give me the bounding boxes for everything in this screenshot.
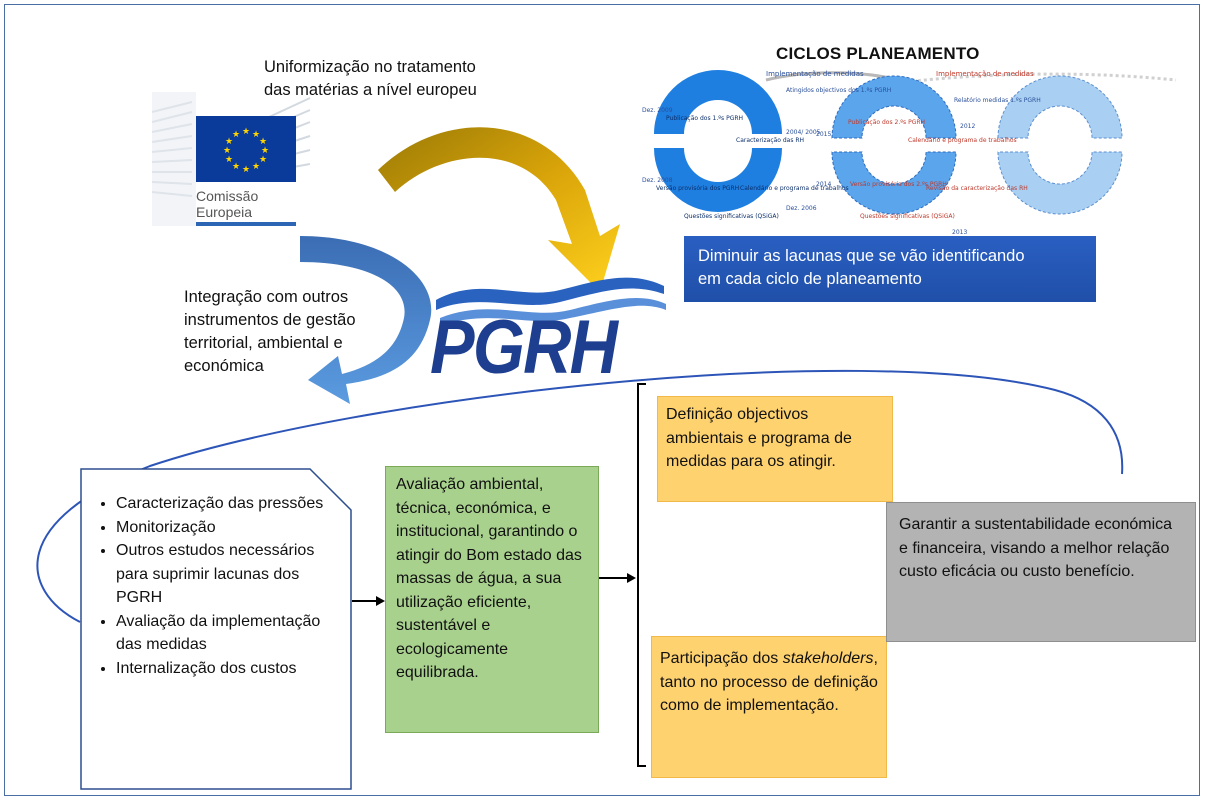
svg-text:★: ★ bbox=[225, 155, 233, 165]
ec-name-line2: Europeia bbox=[196, 204, 253, 220]
uniformization-text: Uniformização no tratamento das matérias… bbox=[264, 56, 477, 102]
svg-text:★: ★ bbox=[252, 130, 260, 140]
sustainability-loop-curve bbox=[36, 369, 1124, 623]
label-cal2: Calendário e programa de trabalhos bbox=[908, 137, 1017, 144]
label-2013: 2013 bbox=[952, 229, 967, 236]
svg-text:★: ★ bbox=[252, 162, 260, 172]
stakeholders-box: Participação dos stakeholders, tanto no … bbox=[651, 636, 887, 778]
uniformization-line2: das matérias a nível europeu bbox=[264, 81, 477, 99]
pgrh-wave-icon bbox=[436, 277, 664, 310]
integration-text: Integração com outros instrumentos de ge… bbox=[184, 286, 356, 378]
svg-text:★: ★ bbox=[242, 165, 250, 175]
label-pub1: Publicação dos 1.ºs PGRH bbox=[666, 115, 743, 122]
svg-text:★: ★ bbox=[242, 127, 250, 137]
ec-name: Comissão Europeia bbox=[196, 188, 296, 220]
label-dez2009: Dez. 2009 bbox=[642, 107, 673, 114]
integration-line3: territorial, ambiental e bbox=[184, 334, 343, 352]
label-atingidos: Atingidos objectivos dos 1.ºs PGRH bbox=[786, 87, 891, 94]
label-dez2008: Dez. 2008 bbox=[642, 177, 673, 184]
bullet-item: Avaliação da implementação das medidas bbox=[116, 610, 326, 657]
svg-text:★: ★ bbox=[259, 155, 267, 165]
stakeholders-emphasis: stakeholders bbox=[782, 650, 874, 667]
bullet-item: Outros estudos necessários para suprimir… bbox=[116, 539, 326, 610]
label-dez2006: Dez. 2006 bbox=[786, 205, 817, 212]
bullet-box: Caracterização das pressões Monitorizaçã… bbox=[80, 468, 352, 790]
stakeholders-part1: Participação dos bbox=[660, 650, 783, 667]
bullet-item: Internalização dos custos bbox=[116, 657, 326, 681]
bullet-item: Caracterização das pressões bbox=[116, 492, 326, 516]
bracket bbox=[637, 383, 646, 767]
label-versao1: Versão provisória dos PGRH bbox=[656, 185, 739, 192]
label-carac: Caracterização das RH bbox=[736, 137, 804, 144]
objectives-box: Definição objectivos ambientais e progra… bbox=[657, 396, 893, 502]
label-questoes1: Questões significativas (QSiGA) bbox=[684, 213, 779, 220]
eu-stars: ★★★ ★★★ ★★★ ★★★ bbox=[223, 127, 269, 175]
bullet-item: Monitorização bbox=[116, 516, 326, 540]
integration-line1: Integração com outros bbox=[184, 288, 349, 306]
cycle-1 bbox=[654, 70, 782, 212]
eu-flag-icon: ★★★ ★★★ ★★★ ★★★ bbox=[196, 116, 296, 182]
label-revisao: Revisão da caracterização das RH bbox=[926, 185, 1028, 192]
arrow-head-green bbox=[376, 596, 385, 606]
svg-text:★: ★ bbox=[223, 146, 231, 156]
sustainability-box: Garantir a sustentabilidade económica e … bbox=[886, 502, 1196, 642]
ec-name-line1: Comissão bbox=[196, 188, 259, 204]
cycle-2 bbox=[831, 75, 957, 215]
yellow-curved-arrow bbox=[378, 127, 620, 292]
cycle-3 bbox=[997, 75, 1123, 215]
svg-text:★: ★ bbox=[232, 130, 240, 140]
label-2014: 2014 bbox=[816, 181, 831, 188]
integration-line4: económica bbox=[184, 357, 264, 375]
label-pub2: Publicação dos 2.ºs PGRH bbox=[848, 119, 925, 126]
uniformization-line1: Uniformização no tratamento bbox=[264, 58, 476, 76]
cycles-title: CICLOS PLANEAMENTO bbox=[776, 44, 980, 63]
svg-text:★: ★ bbox=[261, 146, 269, 156]
ec-logo-bar bbox=[196, 222, 296, 226]
label-versao2: Versão provisória dos 2.ºs PGRH bbox=[850, 181, 947, 188]
svg-text:★: ★ bbox=[232, 162, 240, 172]
slide-frame bbox=[4, 4, 1200, 796]
integration-line2: instrumentos de gestão bbox=[184, 311, 356, 329]
arrow-head-bracket bbox=[627, 573, 636, 583]
impl-label-2: Implementação de medidas bbox=[936, 70, 1034, 78]
blue-curved-arrow bbox=[300, 236, 432, 404]
assessment-box: Avaliação ambiental, técnica, económica,… bbox=[385, 466, 599, 733]
label-questoes2: Questões significativas (QSiGA) bbox=[860, 213, 955, 220]
label-2012: 2012 bbox=[960, 123, 975, 130]
label-2004: 2004/ 2005 bbox=[786, 129, 821, 136]
svg-text:★: ★ bbox=[259, 137, 267, 147]
bullet-list: Caracterização das pressões Monitorizaçã… bbox=[90, 492, 326, 680]
reduce-gaps-line1: Diminuir as lacunas que se vão identific… bbox=[698, 247, 1025, 265]
reduce-gaps-banner: Diminuir as lacunas que se vão identific… bbox=[684, 236, 1096, 302]
label-relatorio: Relatório medidas 1.ºs PGRH bbox=[954, 97, 1041, 104]
svg-text:★: ★ bbox=[225, 137, 233, 147]
impl-label-1: Implementação de medidas bbox=[766, 70, 864, 78]
pgrh-wave-2 bbox=[440, 297, 666, 326]
label-2015: 2015 bbox=[816, 131, 831, 138]
planning-cycles-diagram: Implementação de medidas Implementação d… bbox=[642, 70, 1177, 236]
folded-note-shape bbox=[80, 468, 352, 790]
stakeholders-part2: , tanto no processo de definição como de… bbox=[660, 650, 878, 714]
label-cal1: Calendário e programa de trabalhos bbox=[740, 185, 849, 192]
reduce-gaps-line2: em cada ciclo de planeamento bbox=[698, 270, 922, 288]
pgrh-logo: PGRH bbox=[430, 305, 618, 390]
